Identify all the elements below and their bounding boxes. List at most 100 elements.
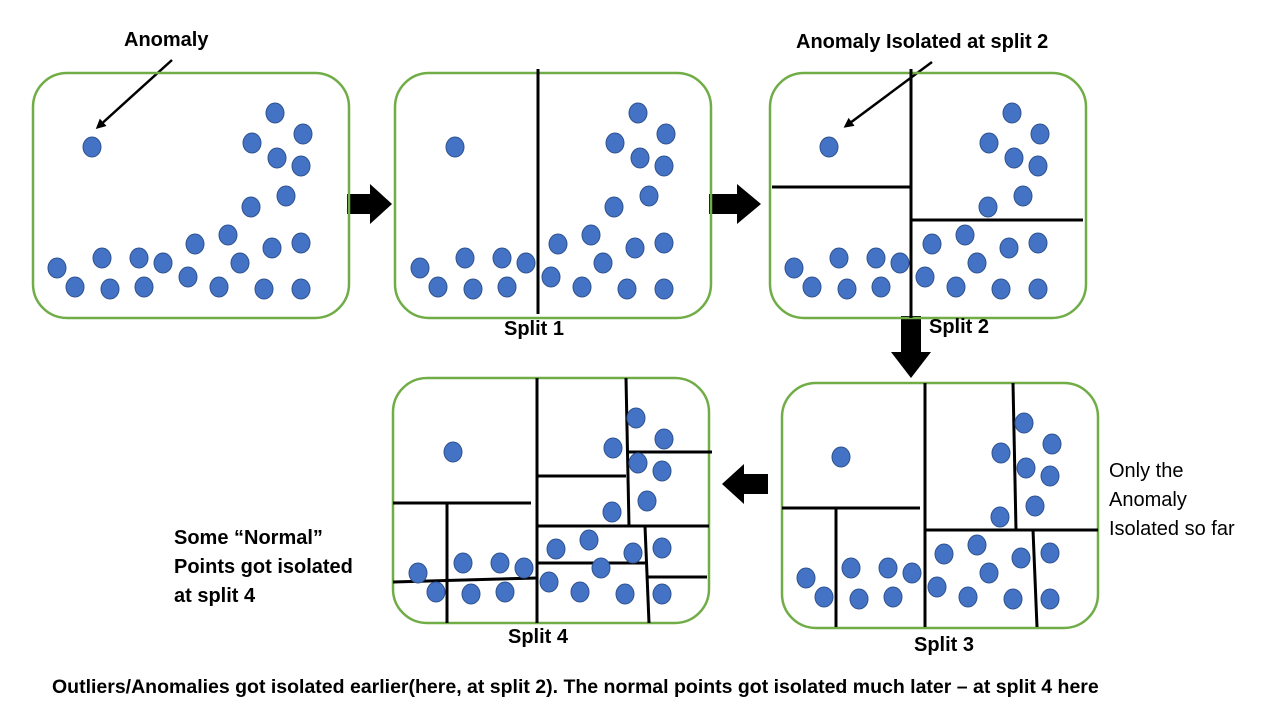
panel-border: [768, 71, 1088, 320]
data-points: [784, 102, 1050, 300]
anomaly-pointer-arrow: [95, 59, 173, 130]
normal-point: [1003, 588, 1023, 610]
normal-point: [866, 247, 886, 269]
normal-point: [455, 247, 475, 269]
normal-point: [47, 257, 67, 279]
normal-point: [829, 247, 849, 269]
note-line: Only the: [1109, 460, 1184, 482]
normal-point: [999, 237, 1019, 259]
normal-point: [581, 224, 601, 246]
anomaly-label: Anomaly: [124, 29, 209, 51]
normal-point: [991, 442, 1011, 464]
normal-point: [604, 196, 624, 218]
normal-point: [605, 132, 625, 154]
normal-point: [958, 586, 978, 608]
normal-point: [591, 557, 611, 579]
footer-caption: Outliers/Anomalies got isolated earlier(…: [52, 676, 1099, 698]
normal-point: [539, 571, 559, 593]
normal-point: [1028, 155, 1048, 177]
split-lines: [772, 69, 1083, 318]
normal-point: [1040, 465, 1060, 487]
panel-split-3: [780, 381, 1100, 630]
anomaly-point: [82, 136, 102, 158]
normal-point: [922, 233, 942, 255]
split-2-label: Split 2: [929, 316, 990, 338]
normal-point: [602, 501, 622, 523]
note-line: Anomaly: [1109, 489, 1187, 511]
normal-point: [490, 552, 510, 574]
panel-original: [31, 71, 351, 320]
normal-point: [463, 278, 483, 300]
normal-point: [902, 562, 922, 584]
normal-point: [541, 266, 561, 288]
normal-point: [890, 252, 910, 274]
normal-point: [262, 237, 282, 259]
normal-point: [65, 276, 85, 298]
note-line: Isolated so far: [1109, 518, 1235, 540]
normal-point: [579, 529, 599, 551]
normal-point: [410, 257, 430, 279]
normal-point: [185, 233, 205, 255]
panel-border: [31, 71, 351, 320]
panel-border: [391, 376, 711, 625]
normal-point: [1030, 123, 1050, 145]
normal-point: [628, 102, 648, 124]
anomaly-point: [445, 136, 465, 158]
normal-point: [946, 276, 966, 298]
normal-point: [637, 490, 657, 512]
normal-point: [570, 581, 590, 603]
split-line: [1031, 529, 1039, 628]
normal-point: [934, 543, 954, 565]
normal-point: [241, 196, 261, 218]
note-line: Some “Normal”: [174, 527, 323, 549]
normal-isolated-note: Some “Normal” Points got isolated at spl…: [174, 524, 353, 611]
normal-point: [978, 196, 998, 218]
normal-point: [623, 542, 643, 564]
normal-point: [1013, 185, 1033, 207]
normal-point: [652, 583, 672, 605]
normal-point: [630, 147, 650, 169]
anomaly-point: [831, 446, 851, 468]
normal-point: [871, 276, 891, 298]
split-line: [624, 377, 631, 527]
data-points: [408, 407, 674, 605]
normal-point: [784, 257, 804, 279]
normal-point: [495, 581, 515, 603]
normal-point: [639, 185, 659, 207]
normal-point: [814, 586, 834, 608]
normal-point: [230, 252, 250, 274]
normal-point: [927, 576, 947, 598]
normal-point: [428, 276, 448, 298]
normal-point: [841, 557, 861, 579]
normal-point: [461, 583, 481, 605]
normal-point: [1004, 147, 1024, 169]
normal-point: [1028, 278, 1048, 300]
normal-point: [291, 278, 311, 300]
normal-point: [129, 247, 149, 269]
flow-arrow-down: [891, 316, 931, 378]
panel-split-2: [768, 69, 1088, 320]
panel-split-1: [393, 69, 713, 320]
normal-point: [883, 586, 903, 608]
data-points: [410, 102, 676, 300]
normal-point: [291, 232, 311, 254]
split-4-label: Split 4: [508, 626, 569, 648]
normal-point: [453, 552, 473, 574]
normal-point: [1014, 412, 1034, 434]
normal-point: [134, 276, 154, 298]
normal-point: [514, 557, 534, 579]
normal-point: [1040, 588, 1060, 610]
normal-point: [802, 276, 822, 298]
normal-point: [991, 278, 1011, 300]
normal-point: [100, 278, 120, 300]
normal-point: [92, 247, 112, 269]
flow-arrow-right-2: [709, 184, 761, 224]
only-anomaly-note: Only the Anomaly Isolated so far: [1109, 457, 1235, 544]
normal-point: [915, 266, 935, 288]
normal-point: [209, 276, 229, 298]
split-lines: [782, 382, 1098, 628]
normal-point: [837, 278, 857, 300]
split-line: [643, 525, 651, 624]
note-line: at split 4: [174, 585, 256, 607]
